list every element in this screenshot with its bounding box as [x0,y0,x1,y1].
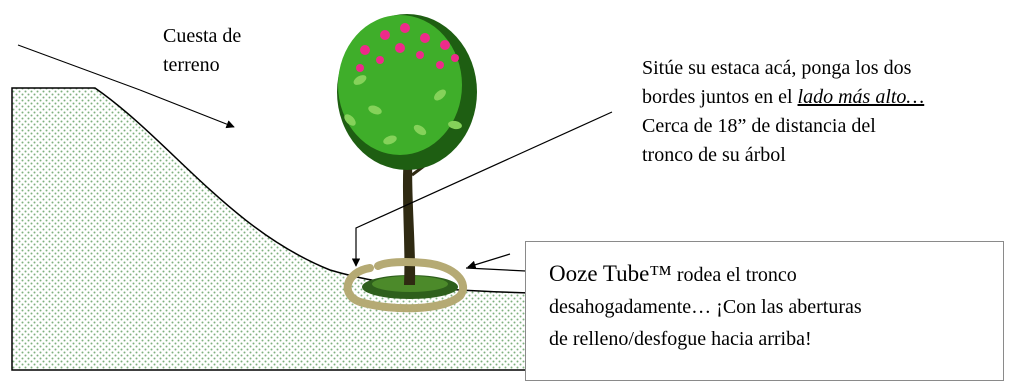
tube-product-name: Ooze Tube™ [549,261,672,286]
stake-instruction: Sitúe su estaca acá, ponga los dos borde… [642,54,924,170]
slope-guide-line [17,44,141,91]
tube-text: Ooze Tube™ rodea el tronco desahogadamen… [549,258,862,355]
tube-line-1-rest: rodea el tronco [671,264,797,286]
slope-label-line-1: Cuesta de [163,25,242,47]
stake-line-2-prefix: bordes juntos en el [642,86,798,108]
stake-line-2-emphasis: lado más alto… [797,86,925,108]
tube-line-1: Ooze Tube™ rodea el tronco [549,258,862,291]
stake-line-4: tronco de su árbol [642,144,786,166]
tube-line-3: de relleno/desfogue hacia arriba! [549,328,812,350]
slope-label-line-2: terreno [163,54,220,76]
stake-line-2: bordes juntos en el lado más alto… [642,83,924,112]
ground-slope [11,87,531,371]
stake-line-1: Sitúe su estaca acá, ponga los dos [642,57,912,79]
stake-line-3: Cerca de 18” de distancia del [642,115,876,137]
stake-pointer-line [351,111,613,267]
tube-line-2: desahogadamente… ¡Con las aberturas [549,296,862,318]
tree-illustration [337,14,477,299]
slope-label: Cuesta de terreno [163,22,241,80]
slope-arrow [139,89,235,129]
ooze-tube-callout: Ooze Tube™ rodea el tronco desahogadamen… [525,241,1004,381]
tube-pointer-arrow [467,253,511,269]
ooze-tube-ring [343,258,468,313]
